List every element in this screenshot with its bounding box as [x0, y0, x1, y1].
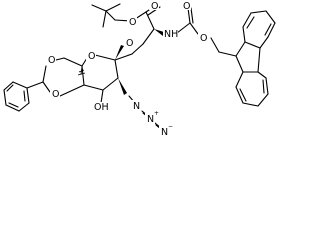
stereo-bonds	[77, 29, 164, 95]
atom-ester-o-single: O	[129, 17, 136, 28]
atom-ether-o: O	[126, 38, 133, 49]
atom-azide-n-middle: N	[147, 114, 154, 125]
atom-fmoc-o-single: O	[200, 33, 207, 44]
atom-labels: O O O O NH O O O O OH N N + N −	[46, 0, 209, 138]
atom-hydroxyl: OH	[94, 102, 109, 113]
atom-azide-n-inner: N	[133, 101, 140, 112]
azide-minus-charge: −	[168, 123, 173, 130]
azide-plus-charge: +	[154, 110, 159, 117]
atom-amide-nh: NH	[164, 29, 178, 40]
atom-pyran-ring-o: O	[88, 51, 95, 62]
atom-ester-o-double: O	[151, 1, 158, 12]
atom-azide-n-outer: N	[161, 127, 168, 138]
atom-acetal-o-top: O	[48, 55, 55, 66]
molecule-structure: O O O O NH O O O O OH N N + N −	[3, 0, 276, 138]
atom-fmoc-o-double: O	[183, 1, 190, 12]
atom-acetal-o-bottom: O	[52, 89, 59, 100]
